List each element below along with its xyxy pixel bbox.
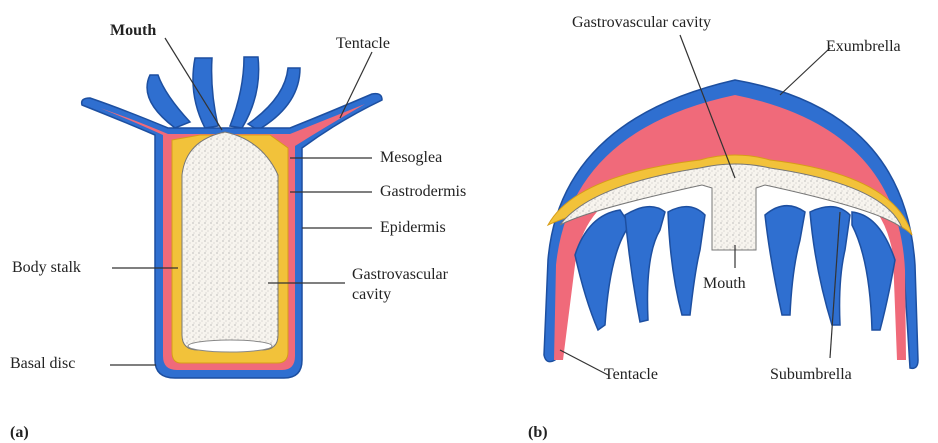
- polyp-gastrovascular-label-line2: cavity: [352, 286, 391, 304]
- polyp-tentacle-label: Tentacle: [336, 35, 390, 53]
- medusa-mouth-label: Mouth: [703, 275, 746, 293]
- polyp-gastrovascular-label-line1: Gastrovascular: [352, 266, 448, 284]
- polyp-tentacles: [147, 57, 300, 130]
- panel-a-caption: (a): [10, 424, 29, 442]
- gastrodermis-label: Gastrodermis: [380, 183, 466, 201]
- exumbrella-label: Exumbrella: [826, 38, 901, 56]
- panel-b-caption: (b): [528, 424, 548, 442]
- body-stalk-label: Body stalk: [12, 259, 81, 277]
- epidermis-label: Epidermis: [380, 219, 446, 237]
- mesoglea-label: Mesoglea: [380, 149, 442, 167]
- polyp-cavity: [182, 132, 278, 350]
- medusa-gastrovascular-cavity-label: Gastrovascular cavity: [572, 14, 711, 32]
- subumbrella-label: Subumbrella: [770, 366, 852, 384]
- medusa-diagram: [544, 80, 918, 368]
- polyp-diagram: [82, 57, 382, 378]
- basal-disc-label: Basal disc: [10, 355, 75, 373]
- polyp-mouth-label: Mouth: [110, 22, 156, 40]
- medusa-tentacle-label: Tentacle: [604, 366, 658, 384]
